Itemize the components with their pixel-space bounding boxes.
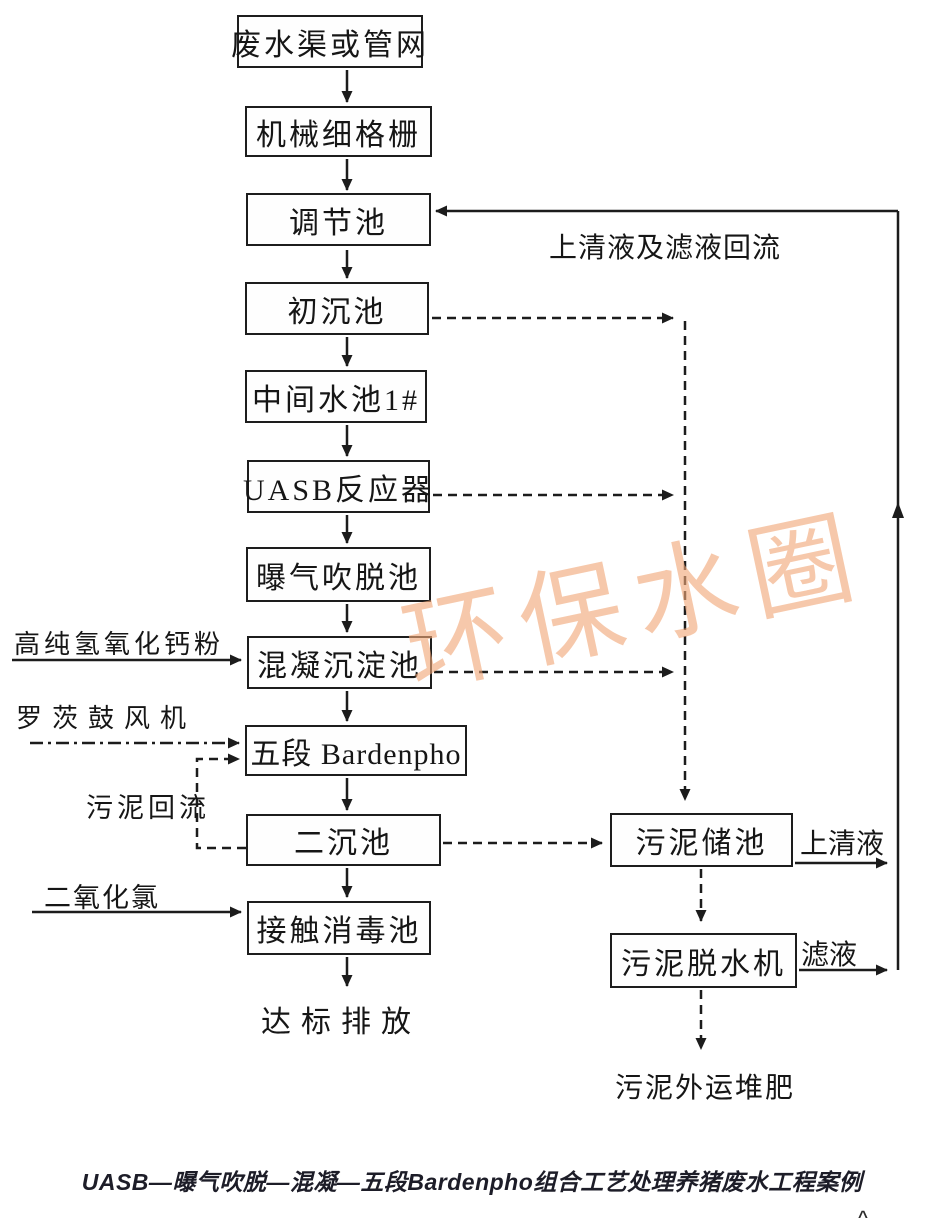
input-arrows [12,654,242,918]
node-coagulation-sedimentation: 混凝沉淀池 [247,636,432,689]
node-secondary-sedimentation: 二沉池 [246,814,441,866]
stream-label-sludge-return: 污泥回流 [86,793,210,823]
node-fine-screen: 机械细格栅 [245,106,432,157]
node-sludge-storage: 污泥储池 [610,813,793,867]
node-primary-sedimentation: 初沉池 [245,282,429,335]
node-bardenpho: 五段 Bardenpho [245,725,467,776]
terminal-discharge: 达标排放 [261,1006,421,1039]
sludge-collection-arrows [432,312,707,1050]
input-label-chlorine: 二氧化氯 [44,883,160,913]
node-regulation-tank: 调节池 [246,193,431,246]
figure-caption: UASB—曝气吹脱—混凝—五段Bardenpho组合工艺处理养猪废水工程案例 [81,1169,863,1195]
node-contact-disinfection: 接触消毒池 [247,901,431,955]
stream-label-filtrate: 滤液 [801,940,858,971]
sludge-return-arrows [195,753,246,850]
caret-mark: ^ [858,1207,868,1226]
return-line-up-arrowhead [892,502,904,518]
node-wastewater-source: 废水渠或管网 [231,15,426,68]
arrow-sludge-return [195,753,246,850]
stream-label-supernatant: 上清液 [800,829,885,860]
terminal-compost: 污泥外运堆肥 [615,1073,796,1104]
node-aeration-stripping: 曝气吹脱池 [246,547,431,602]
node-intermediate-tank: 中间水池1# [245,370,427,423]
supernatant-filtrate-return-line [435,205,904,976]
stream-label-supernatant-filtrate-return: 上清液及滤液回流 [549,233,782,264]
node-sludge-dewatering: 污泥脱水机 [610,933,797,988]
input-label-lime: 高纯氢氧化钙粉 [14,630,225,659]
input-label-blower: 罗茨鼓风机 [16,704,197,733]
node-uasb-reactor: UASB反应器 [243,460,431,513]
